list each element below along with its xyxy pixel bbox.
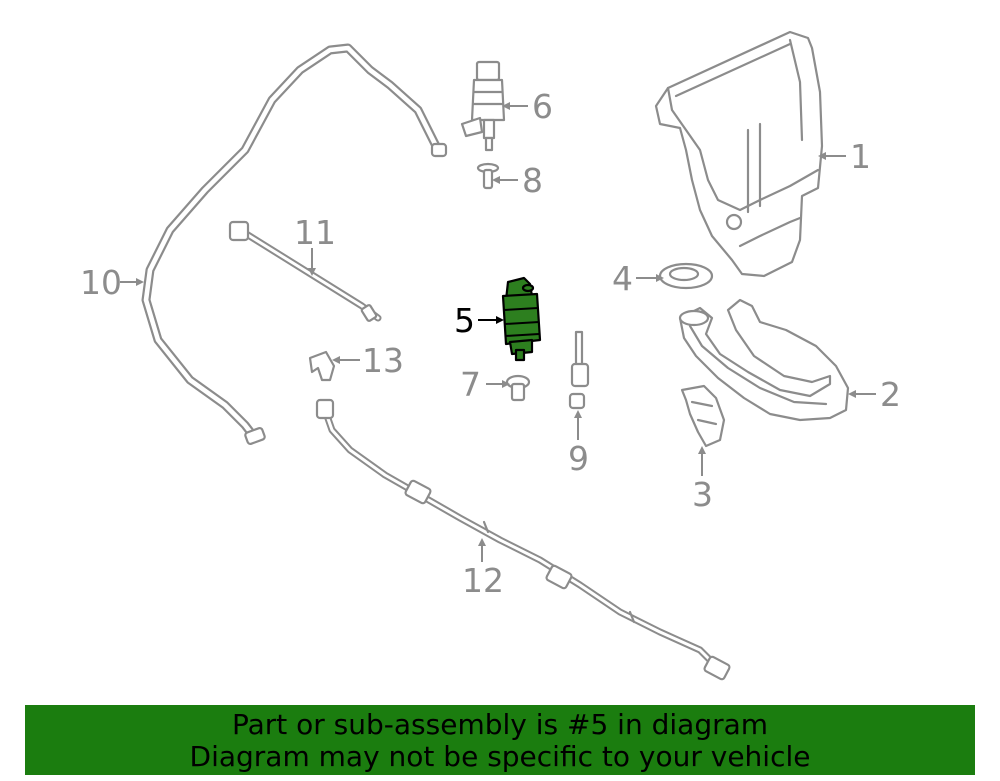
part-11-sensor-rod (228, 220, 382, 322)
banner-line-2: Diagram may not be specific to your vehi… (189, 740, 811, 773)
callout-label-12: 12 (462, 561, 504, 600)
banner-line-1: Part or sub-assembly is #5 in diagram (231, 708, 769, 741)
callout-9: 9 (568, 410, 589, 478)
part-13-clip (308, 350, 336, 382)
callout-label-7: 7 (460, 365, 481, 404)
callout-label-11: 11 (294, 213, 336, 252)
part-9-level-sensor (568, 330, 590, 410)
part-10-washer-hose (141, 43, 448, 445)
part-2-filler-neck (678, 298, 850, 422)
callout-10: 10 (80, 263, 144, 302)
callout-3: 3 (692, 446, 713, 514)
callout-label-4: 4 (612, 259, 633, 298)
part-12-wiring-harness (315, 398, 731, 681)
part-7-bolt (505, 374, 531, 402)
part-4-cap (658, 262, 714, 290)
part-1-reservoir (654, 30, 824, 278)
part-3-bracket (680, 384, 726, 448)
callout-label-10: 10 (80, 263, 122, 302)
callout-12: 12 (462, 538, 504, 600)
callout-1: 1 (818, 137, 871, 176)
callout-13: 13 (332, 341, 404, 380)
callout-2: 2 (848, 375, 901, 414)
parts-diagram: 1 2 3 4 5 6 7 8 9 10 (80, 30, 901, 681)
part-8-screw (476, 162, 500, 190)
callout-5: 5 (454, 301, 504, 340)
callout-7: 7 (460, 365, 510, 404)
part-6-upper-pump (460, 60, 506, 152)
callout-label-6: 6 (532, 87, 553, 126)
callout-11: 11 (294, 213, 336, 276)
part-5-washer-pump-highlighted (501, 276, 542, 362)
callout-label-9: 9 (568, 439, 589, 478)
callout-4: 4 (612, 259, 664, 298)
callout-label-2: 2 (880, 375, 901, 414)
callout-label-13: 13 (362, 341, 404, 380)
callout-label-1: 1 (850, 137, 871, 176)
callout-8: 8 (492, 161, 543, 200)
callout-label-3: 3 (692, 475, 713, 514)
callout-label-8: 8 (522, 161, 543, 200)
callout-label-5: 5 (454, 301, 475, 340)
callout-6: 6 (502, 87, 553, 126)
info-banner: Part or sub-assembly is #5 in diagram Di… (25, 705, 975, 775)
